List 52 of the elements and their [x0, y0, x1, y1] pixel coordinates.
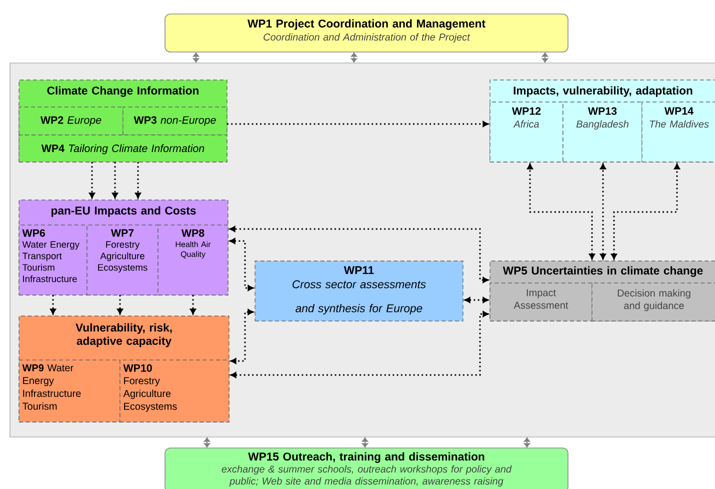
- box-title: WP1 Project Coordination and Management: [248, 19, 486, 30]
- arrow: [117, 295, 123, 314]
- box-title: WP12: [512, 107, 541, 115]
- double-arrow: [362, 437, 368, 448]
- group-title: Climate Change Information: [47, 86, 198, 97]
- arrow: [190, 295, 196, 314]
- double-arrow: [204, 437, 210, 448]
- arrow: [611, 164, 680, 260]
- arrow: [464, 297, 488, 303]
- box-title: WP11: [344, 266, 374, 274]
- arrow: [230, 226, 488, 283]
- arrow: [50, 295, 56, 314]
- double-arrow: [542, 52, 548, 62]
- group-title: WP5 Uncertainties in climate change: [502, 266, 703, 277]
- double-arrow: [350, 52, 358, 62]
- box-text: Decision making and guidance: [618, 289, 690, 312]
- group-title: pan-EU Impacts and Costs: [52, 206, 196, 217]
- box-text: The Maldives: [650, 120, 709, 128]
- box-text: Coordination and Administration of the Project: [264, 33, 470, 43]
- double-arrow: [192, 52, 200, 62]
- group-title: Impacts, vulnerability, adaptation: [514, 86, 692, 97]
- box-text: Forestry Agriculture Ecosystems: [98, 241, 148, 273]
- arrow: [135, 162, 141, 198]
- box-title: WP14: [664, 107, 694, 115]
- box-text: WP4 Tailoring Climate Information: [41, 144, 204, 154]
- box-text: WP3 non-Europe: [134, 116, 216, 126]
- box-title: WP10: [123, 364, 152, 372]
- box-text: WP9 Water Energy Infrastructure Tourism: [22, 364, 81, 410]
- group-title: Vulnerability, risk, adaptive capacity: [76, 323, 172, 348]
- arrow: [112, 162, 118, 198]
- box-text: Bangladesh: [576, 120, 628, 130]
- box-text: Cross sector assessments and synthesis for Europe: [292, 280, 426, 315]
- box-title: WP8: [181, 229, 204, 237]
- arrow: [230, 311, 488, 378]
- box-title: WP6: [22, 229, 45, 237]
- box-text: Forestry Agriculture Ecosystems: [123, 377, 177, 412]
- arrow: [230, 309, 254, 364]
- arrow: [89, 162, 95, 198]
- arrow: [600, 164, 606, 260]
- box-text: Health Air Quality: [176, 241, 211, 259]
- box-text: WP2 Europe: [40, 116, 102, 126]
- box-text: Impact Assessment: [514, 289, 568, 309]
- box-text: exchange & summer schools, outreach workshops for policy and public; Web site and media dissemination, awareness raising: [222, 465, 512, 487]
- box-text: Africa: [513, 120, 539, 128]
- box-title: WP7: [110, 229, 134, 237]
- arrow: [527, 164, 595, 260]
- arrow: [227, 121, 488, 127]
- box-title: WP15 Outreach, training and dissemination: [248, 452, 484, 463]
- arrow: [230, 238, 254, 291]
- double-arrow: [524, 437, 530, 448]
- box-title: WP13: [588, 107, 617, 115]
- box-text: Water Energy Transport Tourism Infrastructure: [22, 241, 80, 282]
